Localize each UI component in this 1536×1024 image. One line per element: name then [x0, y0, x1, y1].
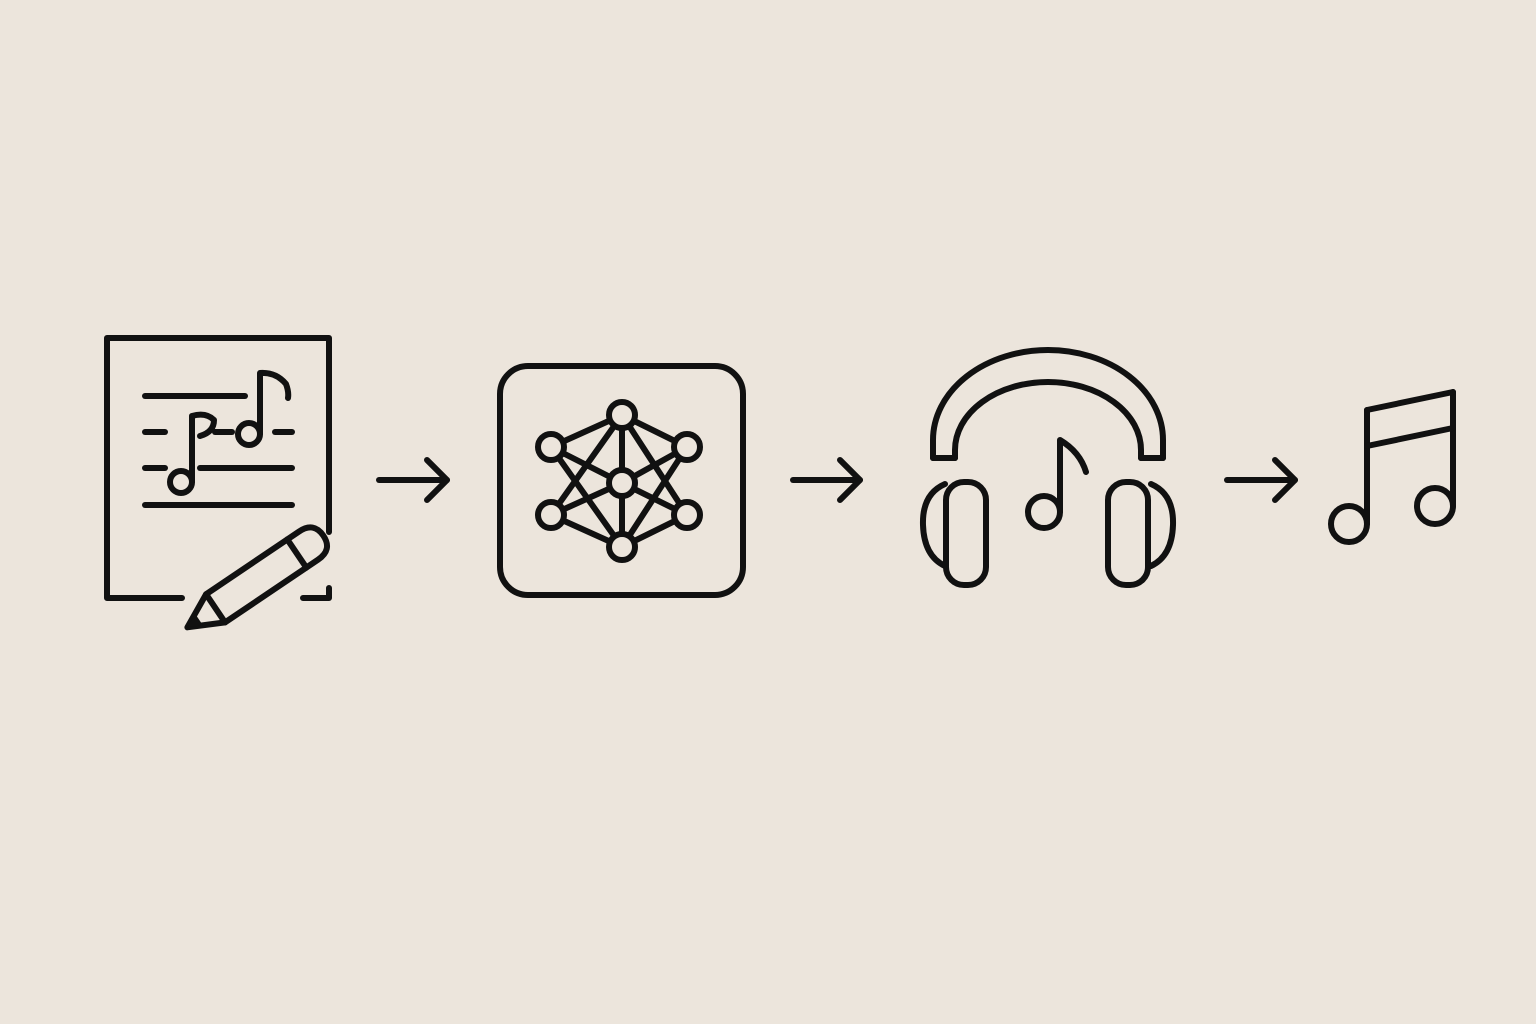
network-nodes: [535, 399, 703, 563]
paper-corner: [300, 585, 332, 601]
right-ear-cup: [1105, 479, 1151, 588]
left-ear-cup: [943, 479, 989, 588]
sheet-music-pencil-icon: [104, 335, 332, 631]
arrow-right-icon: [376, 457, 450, 503]
neural-network-icon: [497, 363, 746, 598]
left-cushion: [919, 481, 948, 569]
headphones-music-icon: [919, 347, 1177, 588]
note-head: [1414, 485, 1456, 527]
network-frame: [497, 363, 746, 598]
note-stem-flag: [189, 411, 217, 485]
arrow-right-icon: [790, 457, 863, 503]
note-head: [1025, 493, 1063, 531]
headband-inner: [952, 379, 1144, 461]
headband: [930, 347, 1166, 461]
pencil-icon: [184, 524, 331, 631]
note-head: [167, 468, 195, 496]
paper-outline: [104, 335, 332, 601]
note-stem-flag: [1057, 437, 1089, 515]
arrow-right-icon: [1224, 457, 1298, 503]
note-beam: [1364, 425, 1456, 449]
right-cushion: [1148, 481, 1177, 569]
note-beam: [1364, 389, 1456, 413]
note-stem-flag: [257, 369, 292, 437]
note-head: [235, 420, 263, 448]
music-notes-icon: [1328, 389, 1456, 545]
note-head: [1328, 503, 1370, 545]
